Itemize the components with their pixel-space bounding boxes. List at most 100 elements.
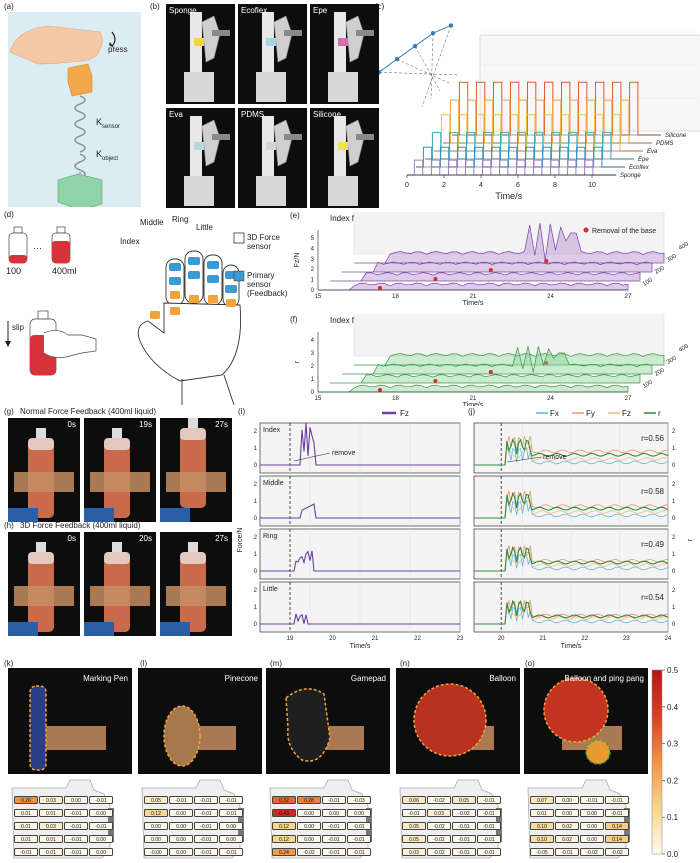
x-tick-label: 21 [372, 636, 379, 642]
sensor-cell: 0.05 [402, 822, 426, 830]
y-tick-label: 0 [672, 622, 676, 628]
peak-line [414, 32, 434, 47]
y-tick-label: 2 [311, 267, 315, 273]
x-tick-label: 2 [442, 182, 446, 189]
time-label: 0s [67, 420, 76, 429]
palm-outline [141, 779, 241, 859]
y-tick-label: 1 [254, 552, 258, 558]
finger-ring-label: Ring [172, 215, 189, 224]
bottle-photo: 27s [160, 418, 232, 522]
series-label: Sponge [620, 173, 641, 179]
robot-hand [14, 586, 74, 606]
peak-guide [378, 71, 459, 76]
colorbar-tick-label: 0.1 [667, 813, 679, 822]
r-value-label: r=0.54 [641, 593, 664, 602]
sensor-cell: 0.10 [530, 835, 554, 843]
sensor-cell: 0.06 [402, 796, 426, 804]
x-tick-label: 6 [516, 182, 520, 189]
legend-label: Fz [622, 409, 631, 418]
panel-label-e: (e) [290, 211, 300, 220]
sensor-cell: -0.01 [605, 796, 629, 804]
panel-label-m: (m) [270, 659, 282, 668]
sensor-cell: 0.03 [427, 809, 451, 817]
material-label: Eva [169, 110, 183, 119]
object-label: Marking Pen [83, 674, 128, 683]
material-sample [338, 142, 348, 150]
colorbar-tick-label: 0.5 [667, 666, 679, 675]
sensor-cell: -0.01 [194, 796, 218, 804]
object-shape [285, 688, 331, 762]
force-sensors [150, 291, 236, 319]
sensor-cell: -0.00 [144, 848, 168, 856]
sensor-cell: 0.03 [39, 796, 63, 804]
z-tick-label: 100 [642, 277, 654, 288]
material-sample [338, 38, 348, 46]
signal-line [474, 491, 669, 519]
back-wall [353, 314, 665, 357]
sensor-cell: -0.01 [64, 809, 88, 817]
sensor-cell: -0.01 [194, 809, 218, 817]
sensor-cell: -0.01 [477, 848, 501, 856]
sensor-cell: -0.01 [169, 796, 193, 804]
sensor-cell: -0.02 [605, 848, 629, 856]
waterfall-row [354, 353, 665, 366]
y-axis-label: Fz/N [294, 253, 301, 268]
sensor-cell: 0.01 [14, 835, 38, 843]
y-tick-label: 1 [254, 446, 258, 452]
sensor-cell: 0.05 [402, 835, 426, 843]
sensor-cell: 0.12 [272, 822, 296, 830]
base-stand [84, 508, 114, 522]
x-axis-label: Time/s [463, 300, 484, 307]
material-photo: Silicone [310, 108, 379, 208]
y-tick-label: 2 [672, 535, 676, 541]
sensor-cell: 0.00 [219, 822, 243, 830]
bottle-photo: 20s [84, 532, 156, 636]
object-label: Pinecone [224, 674, 258, 683]
sensor-cell: -0.02 [427, 835, 451, 843]
material-photo: PDMS [238, 108, 307, 208]
press-arrow [111, 31, 116, 47]
sensor-cell: -0.03 [347, 796, 371, 804]
finger-shape [9, 25, 103, 65]
sensor-cell: -0.01 [14, 848, 38, 856]
y-axis-label: r [687, 538, 694, 541]
sensor-cell: 0.07 [530, 796, 554, 804]
time-label: 0s [67, 534, 76, 543]
sensor-cell: -0.01 [219, 809, 243, 817]
series-label: Eva [647, 149, 658, 155]
x-tick-label: 8 [553, 182, 557, 189]
material-sample [266, 38, 276, 46]
removal-marker [433, 379, 438, 383]
material-sample [194, 38, 204, 46]
x-tick-label: 15 [315, 396, 322, 402]
panel-label-k: (k) [4, 659, 14, 668]
material-label: PDMS [241, 110, 265, 119]
sensor-cell: -0.02 [580, 848, 604, 856]
removal-marker [433, 277, 438, 281]
remove-pointer [293, 452, 331, 462]
y-tick-label: 4 [311, 246, 315, 252]
peak-line [432, 24, 452, 34]
sensor-cell: -0.01 [322, 822, 346, 830]
remove-label: remove [543, 454, 566, 461]
sensor-cell: 0.00 [580, 809, 604, 817]
sensor-cell: 0.14 [605, 822, 629, 830]
time-label: 19s [139, 420, 152, 429]
x-tick-label: 22 [581, 636, 588, 642]
sensor-cell: 0.01 [14, 822, 38, 830]
sensor-cell: 0.14 [605, 835, 629, 843]
sensor-cell: 0.00 [555, 796, 579, 804]
sensor-cell: -0.01 [347, 822, 371, 830]
y-tick-label: 1 [672, 499, 676, 505]
y-tick-label: 0 [254, 622, 258, 628]
colorbar: 0.50.40.30.20.10.0 [651, 666, 679, 859]
base-stand [160, 622, 190, 636]
k-sensor-label: Ksensor [96, 117, 121, 130]
x-axis-label: Time/s [350, 643, 371, 650]
x-tick-label: 23 [623, 636, 630, 642]
sensor-cell: -0.01 [322, 848, 346, 856]
sensor-cell: 0.00 [169, 848, 193, 856]
sensor-cell: 0.03 [402, 848, 426, 856]
sensor-cell: 0.32 [272, 796, 296, 804]
